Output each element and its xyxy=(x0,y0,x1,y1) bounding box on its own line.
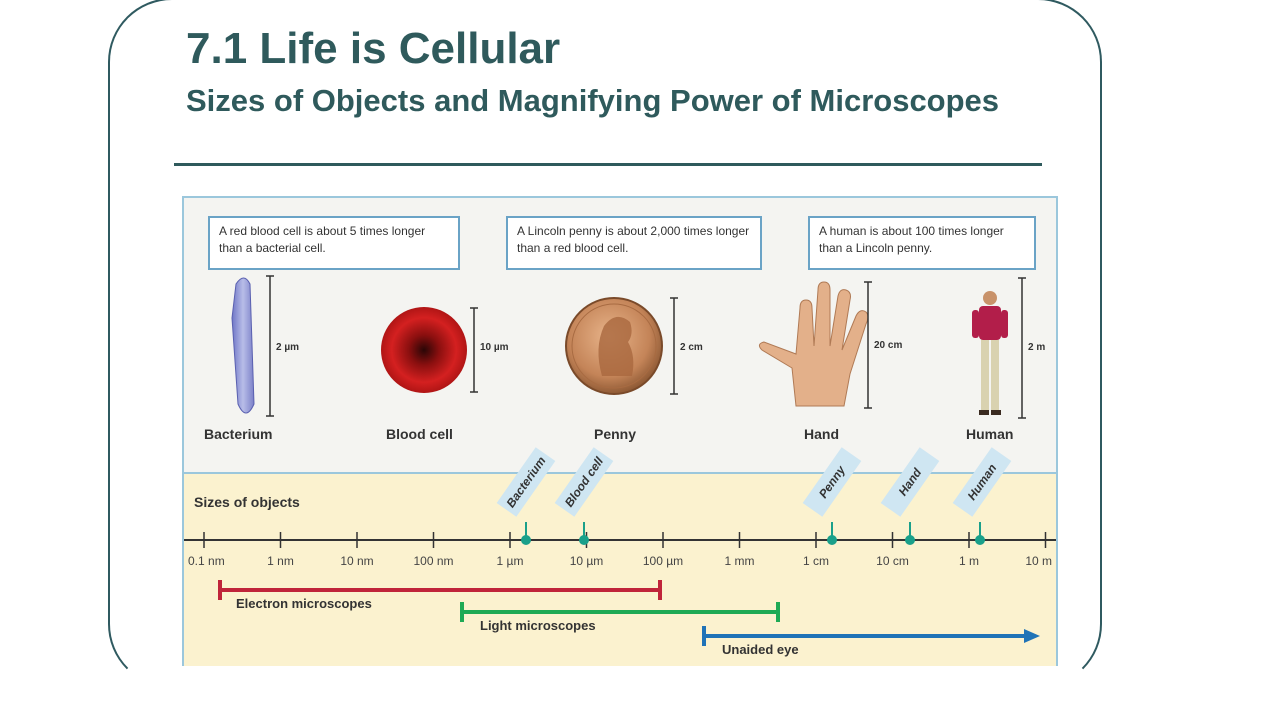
blood-cell-illustration xyxy=(381,307,467,393)
marker-dot xyxy=(521,535,531,545)
hand-size: 20 cm xyxy=(874,340,903,351)
slide-frame xyxy=(108,0,1102,688)
human-size: 2 m xyxy=(1028,342,1046,353)
axis-tick-label: 1 nm xyxy=(267,554,294,568)
axis-tick-label: 0.1 nm xyxy=(188,554,225,568)
blood-cell-label: Blood cell xyxy=(386,426,453,442)
blood-cell-size: 10 µm xyxy=(480,342,509,353)
callout-penny-vs-blood-cell: A Lincoln penny is about 2,000 times lon… xyxy=(506,216,762,270)
axis-ticks xyxy=(203,532,1047,548)
bacterium-label: Bacterium xyxy=(204,426,273,442)
callout-blood-cell-vs-bacterium: A red blood cell is about 5 times longer… xyxy=(208,216,460,270)
marker-dot xyxy=(975,535,985,545)
axis-markers xyxy=(521,522,985,545)
human-label: Human xyxy=(966,426,1014,442)
axis-tick-label: 10 µm xyxy=(569,554,604,568)
bacterium-scale-bar xyxy=(266,275,274,417)
human-illustration xyxy=(972,291,1008,415)
sizes-of-objects-label: Sizes of objects xyxy=(194,494,300,510)
axis-tick-label: 1 m xyxy=(958,554,979,568)
hand-label: Hand xyxy=(804,426,839,442)
marker-dot xyxy=(579,535,589,545)
title-divider xyxy=(174,163,1042,166)
unaided-eye-label: Unaided eye xyxy=(722,642,799,657)
electron-microscopes-label: Electron microscopes xyxy=(236,596,372,611)
axis-tick-label: 10 cm xyxy=(876,554,909,568)
axis-tick-label: 100 nm xyxy=(413,554,454,568)
penny-illustration xyxy=(565,297,663,395)
axis-tick-label: 10 m xyxy=(1025,554,1052,568)
hand-illustration xyxy=(758,281,869,407)
marker-dot xyxy=(827,535,837,545)
axis-tick-label: 1 mm xyxy=(724,554,755,568)
electron-microscopes-range xyxy=(218,580,662,600)
axis-tick-label: 1 cm xyxy=(802,554,829,568)
penny-label: Penny xyxy=(594,426,637,442)
human-scale-bar xyxy=(1018,277,1026,419)
slide-subtitle: Sizes of Objects and Magnifying Power of… xyxy=(186,83,1000,118)
hand-scale-bar xyxy=(864,281,872,409)
bacterium-size: 2 µm xyxy=(276,342,299,353)
slide-title: 7.1 Life is Cellular xyxy=(186,24,561,73)
blood-cell-scale-bar xyxy=(470,307,478,393)
light-microscopes-label: Light microscopes xyxy=(480,618,596,633)
size-scale-figure: A red blood cell is about 5 times longer… xyxy=(182,196,1058,666)
penny-scale-bar xyxy=(670,297,678,395)
illustrations-layer xyxy=(184,275,1056,646)
axis-tick-label: 1 µm xyxy=(496,554,524,568)
marker-dot xyxy=(905,535,915,545)
axis-tick-label: 100 µm xyxy=(642,554,684,568)
bacterium-illustration xyxy=(231,277,255,414)
scale-panel xyxy=(184,472,1056,666)
light-microscopes-range xyxy=(460,602,780,622)
penny-size: 2 cm xyxy=(680,342,703,353)
unaided-eye-range xyxy=(702,626,1040,646)
callout-human-vs-penny: A human is about 100 times longer than a… xyxy=(808,216,1036,270)
axis-tick-label: 10 nm xyxy=(340,554,374,568)
